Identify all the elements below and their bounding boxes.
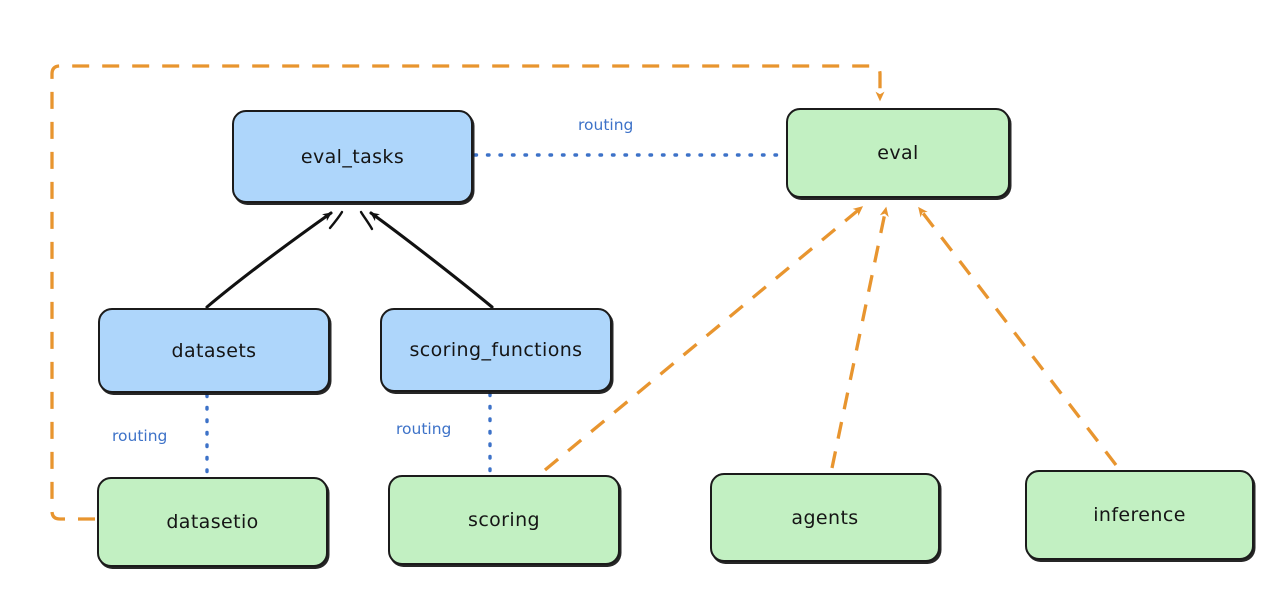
node-scoring-functions[interactable]: scoring_functions: [380, 308, 612, 392]
node-scoring[interactable]: scoring: [388, 475, 620, 565]
node-scoring-label: scoring: [468, 509, 540, 531]
edge-scoring_functions-to-eval_tasks-feather: [359, 210, 374, 231]
edge-scoring_functions-to-eval_tasks: [369, 211, 494, 309]
node-eval-tasks[interactable]: eval_tasks: [232, 110, 473, 203]
edge-agents-to-eval: [830, 206, 889, 469]
edge-inference-to-eval: [917, 206, 1118, 467]
node-datasets[interactable]: datasets: [98, 308, 330, 393]
node-inference-label: inference: [1093, 504, 1186, 526]
node-eval[interactable]: eval: [786, 108, 1010, 198]
edge-datasets-to-eval_tasks: [205, 211, 333, 309]
node-eval-tasks-label: eval_tasks: [300, 145, 405, 168]
edge-label-routing-eval-tasks-eval: routing: [578, 116, 634, 134]
edge-label-routing-scoring-functions-scoring: routing: [396, 420, 452, 438]
node-scoring-functions-label: scoring_functions: [409, 339, 583, 361]
node-agents-label: agents: [791, 506, 859, 529]
edge-label-routing-datasets-datasetio: routing: [112, 427, 168, 445]
node-datasets-label: datasets: [171, 339, 257, 362]
node-inference[interactable]: inference: [1025, 470, 1254, 560]
edge-datasets-to-eval_tasks-feather: [328, 210, 344, 230]
node-datasetio-label: datasetio: [166, 511, 259, 533]
node-datasetio[interactable]: datasetio: [97, 477, 328, 567]
node-eval-label: eval: [877, 142, 919, 164]
node-agents[interactable]: agents: [710, 473, 940, 562]
